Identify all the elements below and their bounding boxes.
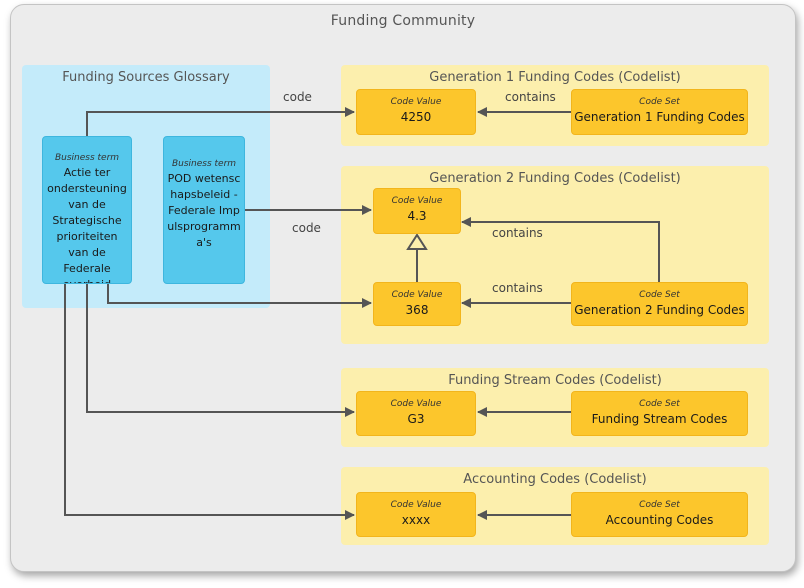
code-set-node-accounting[interactable]: Code Set Accounting Codes (571, 492, 748, 537)
node-value-label: Funding Stream Codes (591, 412, 728, 426)
node-value-label: POD wetenschapsbeleid - Federale Impulsp… (167, 172, 241, 249)
node-kind-label: Business term (54, 153, 120, 163)
node-value-label: Actie ter ondersteuning van de Strategis… (47, 166, 127, 283)
node-kind-label: Code Value (390, 97, 442, 107)
generalization-triangle (406, 233, 428, 250)
edge-bt1-g3 (86, 284, 355, 417)
node-kind-label: Business term (171, 159, 237, 169)
edge-code-bt1-4250 (86, 107, 355, 137)
node-kind-label: Code Set (639, 290, 680, 300)
node-kind-label: Code Value (390, 399, 442, 409)
code-value-node-xxxx[interactable]: Code Value xxxx (356, 492, 476, 537)
edge-label-code-2: code (292, 221, 321, 235)
code-value-node-368[interactable]: Code Value 368 (373, 282, 461, 326)
code-set-node-gen2[interactable]: Code Set Generation 2 Funding Codes (571, 282, 748, 326)
node-kind-label: Code Value (391, 196, 443, 206)
edge-label-code-1: code (283, 90, 312, 104)
node-kind-label: Code Set (639, 399, 680, 409)
node-kind-label: Code Value (390, 500, 442, 510)
group-title-accounting: Accounting Codes (Codelist) (463, 472, 647, 487)
frame-title: Funding Community (330, 13, 476, 29)
node-value-label: 4.3 (407, 209, 427, 223)
business-term-node-2[interactable]: Business term POD wetenschapsbeleid - Fe… (163, 136, 245, 284)
code-value-node-43[interactable]: Code Value 4.3 (373, 188, 461, 234)
edge-bt1-xxxx (64, 284, 355, 520)
group-title-gen2: Generation 2 Funding Codes (Codelist) (429, 171, 681, 186)
group-title-stream: Funding Stream Codes (Codelist) (448, 373, 662, 388)
node-kind-label: Code Set (639, 97, 680, 107)
business-term-node-1[interactable]: Business term Actie ter ondersteuning va… (42, 136, 132, 284)
code-set-node-gen1[interactable]: Code Set Generation 1 Funding Codes (571, 89, 748, 135)
edge-label-contains-3: contains (492, 281, 543, 295)
node-kind-label: Code Set (639, 500, 680, 510)
edge-contains-gen2-43 (461, 217, 660, 282)
node-value-label: Generation 2 Funding Codes (574, 303, 745, 317)
node-value-label: Generation 1 Funding Codes (574, 110, 745, 124)
code-value-node-g3[interactable]: Code Value G3 (356, 391, 476, 436)
group-title-gen1: Generation 1 Funding Codes (Codelist) (429, 70, 681, 85)
code-value-node-4250[interactable]: Code Value 4250 (356, 89, 476, 135)
edge-bt1-368 (107, 284, 372, 308)
edge-label-contains-2: contains (492, 226, 543, 240)
edge-label-contains-1: contains (505, 90, 556, 104)
node-value-label: 4250 (400, 110, 432, 124)
group-title-glossary: Funding Sources Glossary (62, 70, 230, 85)
node-value-label: 368 (405, 303, 429, 317)
node-value-label: xxxx (401, 513, 431, 527)
node-value-label: Accounting Codes (605, 513, 714, 527)
node-kind-label: Code Value (391, 290, 443, 300)
code-set-node-stream[interactable]: Code Set Funding Stream Codes (571, 391, 748, 436)
node-value-label: G3 (407, 412, 425, 426)
